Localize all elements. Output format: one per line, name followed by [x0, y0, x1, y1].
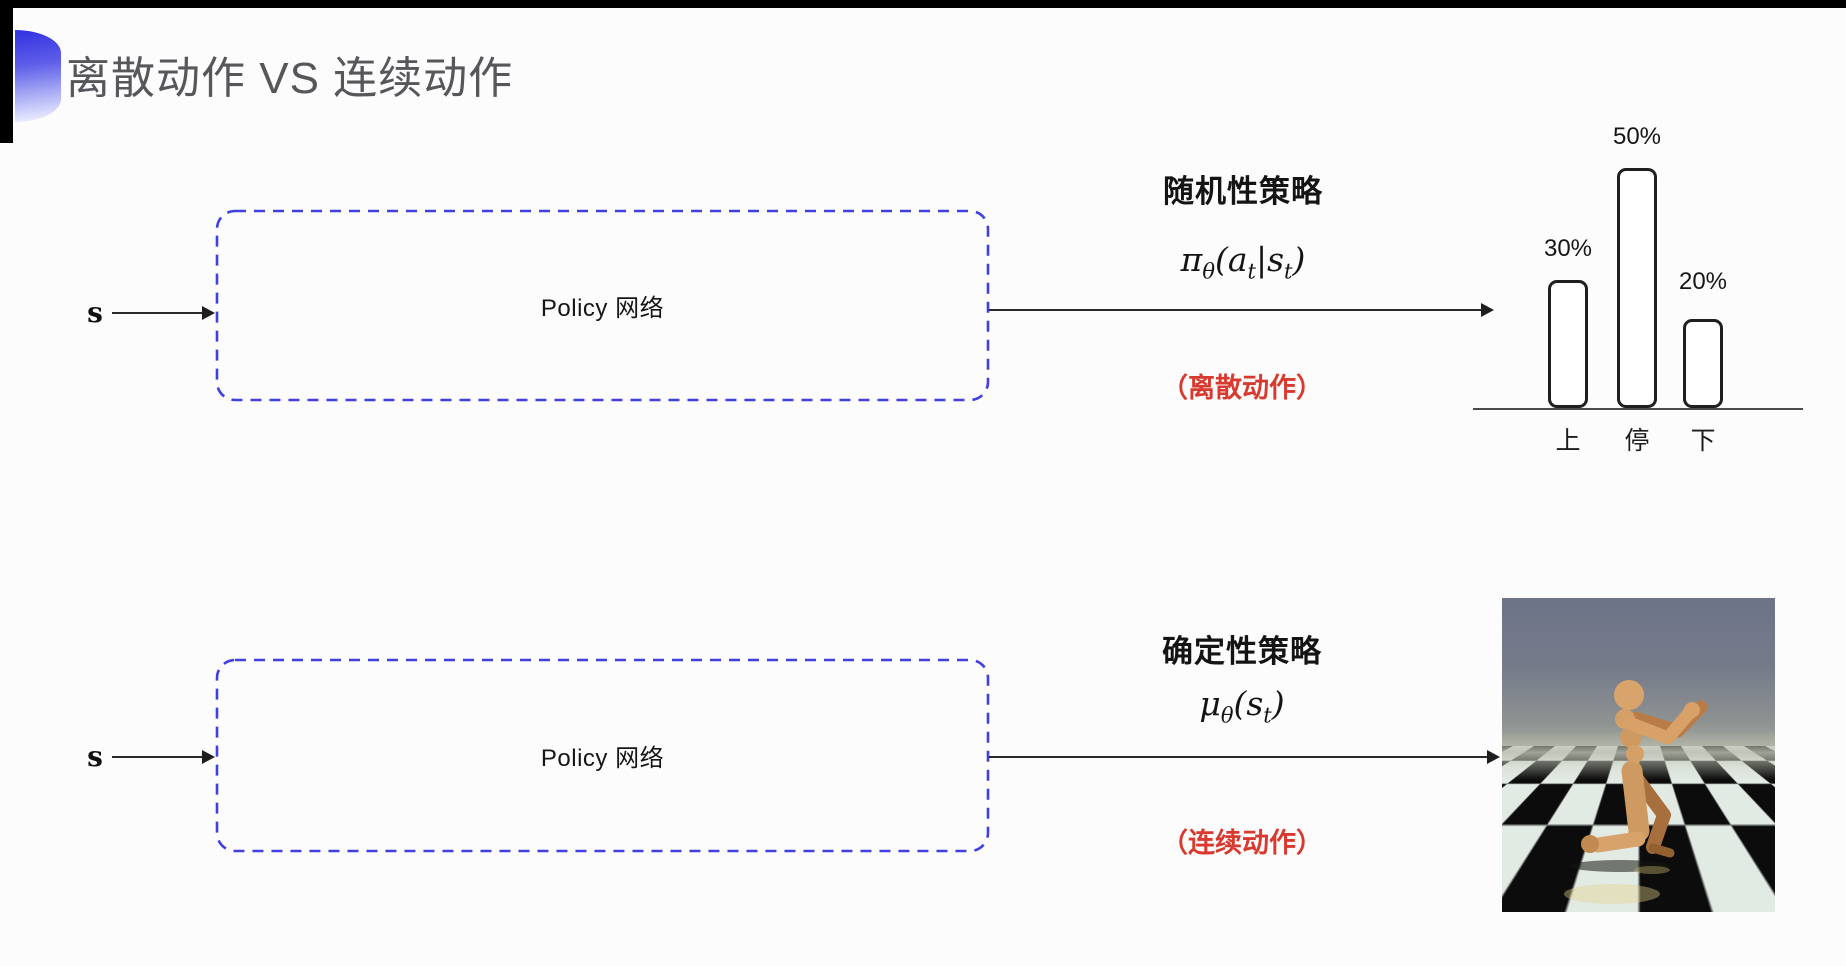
bar-up — [1548, 280, 1588, 408]
slide-title: 离散动作 VS 连续动作 — [66, 54, 514, 103]
front-foot — [1581, 835, 1599, 853]
formula-subscript: t — [1263, 703, 1272, 728]
policy-network-box — [215, 209, 990, 402]
policy-network-box — [215, 658, 990, 853]
arrow-line-output — [989, 756, 1490, 758]
arrowhead-output-icon — [1481, 303, 1494, 317]
category-label-stop: 停 — [1624, 427, 1650, 455]
figure-shadow — [1570, 860, 1670, 872]
deterministic-policy-title: 确定性策略 — [1162, 634, 1322, 669]
discrete-action-note: （离散动作） — [1161, 373, 1323, 403]
humanoid-simulation-image — [1502, 598, 1775, 912]
arrow-line-input — [112, 756, 204, 758]
slide-accent-semicircle — [15, 30, 61, 122]
top-frame-bar — [0, 0, 1846, 8]
formula-symbol: π — [1180, 240, 1203, 279]
formula-subscript: t — [1247, 259, 1256, 284]
lower-torso — [1626, 745, 1644, 763]
state-input-label: s — [87, 740, 103, 773]
dashed-border — [215, 209, 990, 402]
arrowhead-input-icon — [202, 750, 215, 764]
humanoid-figure — [1564, 680, 1708, 904]
deterministic-policy-formula: μθ(st) — [1092, 684, 1392, 728]
formula-arg: |s — [1255, 240, 1285, 279]
continuous-action-note: （连续动作） — [1161, 828, 1323, 858]
hand — [1684, 702, 1700, 718]
state-input-label: s — [87, 296, 103, 329]
chart-baseline — [1473, 408, 1803, 410]
bar-stop — [1617, 168, 1657, 408]
formula-close: ) — [1271, 684, 1285, 723]
category-label-up: 上 — [1555, 427, 1581, 455]
formula-subscript: θ — [1202, 259, 1215, 284]
arrowhead-output-icon — [1487, 750, 1500, 764]
floor-reflection — [1634, 866, 1670, 874]
front-thigh — [1621, 760, 1650, 842]
policy-network-label: Policy 网络 — [540, 295, 665, 322]
policy-network-label: Policy 网络 — [540, 745, 665, 772]
formula-symbol: μ — [1199, 684, 1221, 723]
left-frame-bar — [0, 0, 13, 143]
category-label-down: 下 — [1690, 427, 1716, 455]
arrow-line-output — [989, 309, 1483, 311]
back-foot — [1648, 843, 1675, 858]
bar-value-label: 20% — [1678, 268, 1728, 295]
formula-close: ) — [1292, 240, 1306, 279]
stochastic-policy-formula: πθ(at|st) — [1093, 240, 1393, 284]
stochastic-policy-title: 随机性策略 — [1163, 174, 1323, 209]
head — [1614, 680, 1644, 710]
bar-value-label: 50% — [1612, 123, 1662, 150]
front-arm — [1622, 705, 1697, 745]
formula-subscript: θ — [1220, 703, 1234, 728]
bar-down — [1683, 319, 1723, 408]
front-shin — [1590, 831, 1646, 853]
formula-arg: (s — [1233, 684, 1264, 723]
floor-reflection — [1564, 884, 1660, 904]
back-leg — [1631, 773, 1671, 854]
formula-arg: (a — [1214, 240, 1248, 279]
bar-value-label: 30% — [1543, 235, 1593, 262]
dashed-border — [215, 658, 990, 853]
arrowhead-input-icon — [202, 306, 215, 320]
arrow-line-input — [112, 312, 204, 314]
formula-subscript: t — [1284, 259, 1293, 284]
